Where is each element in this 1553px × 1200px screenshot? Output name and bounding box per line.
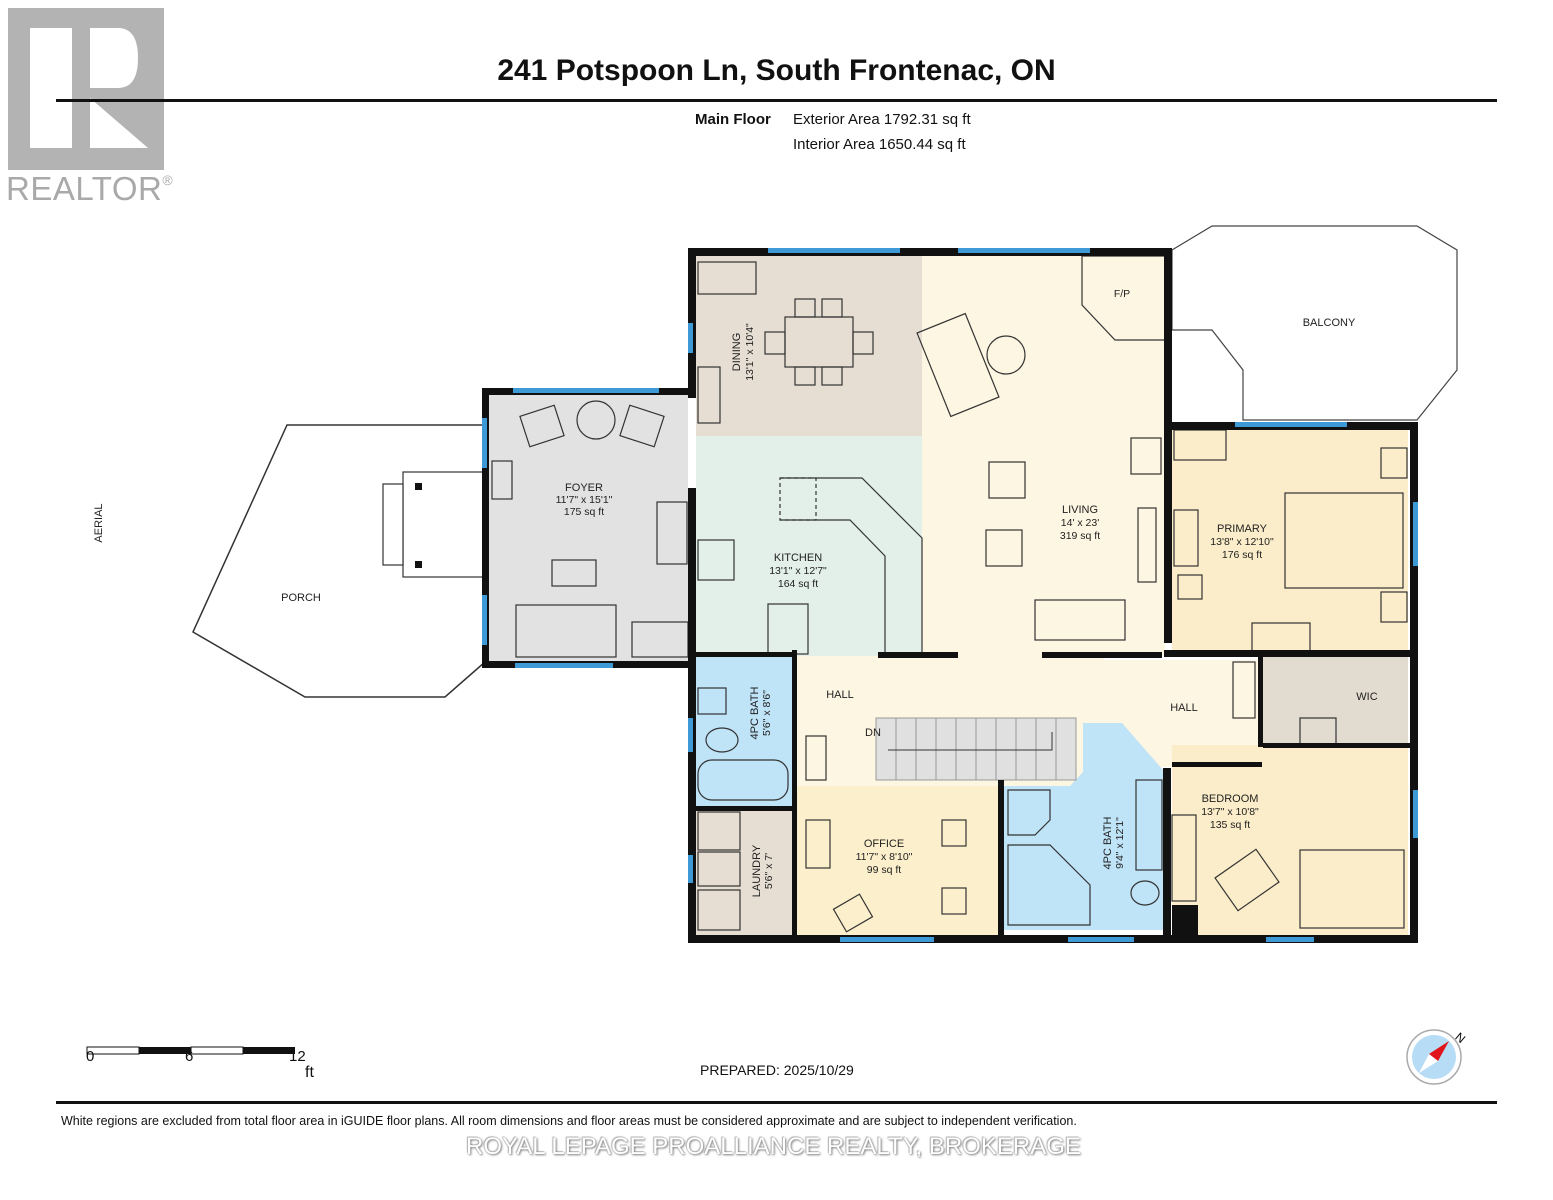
bath1-dims: 5'6" x 8'6" (761, 690, 773, 736)
primary-area: 176 sq ft (1222, 549, 1262, 561)
primary-label: PRIMARY (1217, 523, 1268, 535)
dining-dims: 13'1" x 10'4" (744, 323, 756, 381)
page-title: 241 Potspoon Ln, South Frontenac, ON (497, 54, 1056, 87)
laundry-label: LAUNDRY (751, 844, 763, 897)
dining-room (696, 256, 922, 436)
bedroom-area: 135 sq ft (1210, 819, 1250, 831)
bath1-label: 4PC BATH (749, 686, 761, 739)
primary-dims: 13'8" x 12'10" (1210, 536, 1274, 548)
office-room (797, 786, 999, 936)
laundry-dims: 5'6" x 7' (763, 853, 775, 889)
living-room (922, 256, 1165, 656)
living-label: LIVING (1062, 504, 1098, 516)
scale-tick-6: 6 (185, 1048, 194, 1065)
foyer-room (488, 393, 688, 663)
hall-label: HALL (826, 689, 854, 701)
stairs-label: DN (865, 727, 881, 739)
primary-room (1172, 430, 1408, 652)
bath2-room (1004, 723, 1163, 930)
balcony-label: BALCONY (1303, 317, 1356, 329)
bath2-label: 4PC BATH (1102, 816, 1114, 869)
wic-label: WIC (1356, 691, 1377, 703)
scale-tick-0: 0 (86, 1048, 95, 1065)
windows (482, 248, 1418, 942)
realtor-logo-icon (8, 8, 164, 170)
footer-divider (56, 1101, 1497, 1104)
fireplace-label: F/P (1114, 288, 1130, 300)
kitchen-label: KITCHEN (774, 552, 822, 564)
aerial-label: AERIAL (93, 503, 105, 542)
living-dims: 14' x 23' (1061, 517, 1099, 529)
office-label: OFFICE (864, 838, 904, 850)
porch (192, 424, 486, 698)
bath2-dims: 9'4" x 12'1" (1114, 817, 1126, 869)
foyer-area: 175 sq ft (564, 506, 604, 518)
office-area: 99 sq ft (867, 864, 902, 876)
prepared-date: PREPARED: 2025/10/29 (700, 1062, 854, 1078)
kitchen-dims: 13'1" x 12'7" (769, 565, 827, 577)
laundry-room (696, 810, 792, 935)
bedroom-label: BEDROOM (1202, 793, 1259, 805)
living-area: 319 sq ft (1060, 530, 1100, 542)
hall2-label: HALL (1170, 702, 1198, 714)
realtor-wordmark: REALTOR® (6, 170, 174, 207)
office-dims: 11'7" x 8'10" (856, 851, 913, 863)
bedroom-dims: 13'7" x 10'8" (1201, 806, 1259, 818)
brokerage-watermark: ROYAL LEPAGE PROALLIANCE REALTY, BROKERA… (466, 1133, 1081, 1160)
floor-label: Main Floor (695, 111, 771, 128)
scale-unit: ft (305, 1064, 314, 1081)
porch-label: PORCH (281, 592, 321, 604)
scale-bar (86, 1046, 295, 1055)
kitchen-room (696, 436, 922, 656)
balcony (1171, 225, 1458, 421)
dining-label: DINING (731, 333, 743, 372)
foyer-dims: 11'7" x 15'1" (556, 494, 613, 506)
bedroom-room (1172, 745, 1408, 935)
title-divider (56, 99, 1497, 102)
disclaimer-text: White regions are excluded from total fl… (61, 1114, 1077, 1128)
north-compass-icon: N (1406, 1029, 1468, 1085)
interior-area: Interior Area 1650.44 sq ft (793, 136, 966, 153)
foyer-label: FOYER (565, 482, 603, 494)
scale-tick-12: 12 (289, 1048, 306, 1065)
kitchen-area: 164 sq ft (778, 578, 818, 590)
exterior-area: Exterior Area 1792.31 sq ft (793, 111, 971, 128)
